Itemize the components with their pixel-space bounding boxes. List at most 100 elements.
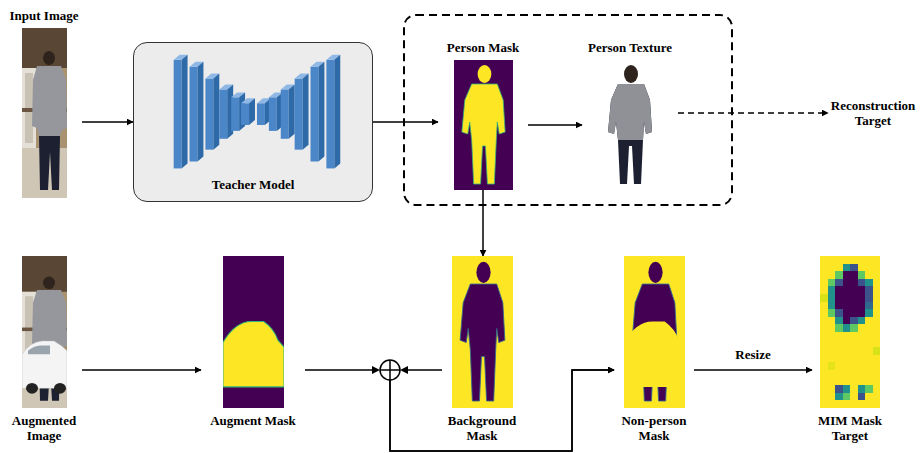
texture-illustration-part bbox=[600, 60, 660, 190]
node-label: Person Mask bbox=[438, 40, 528, 55]
edge-label: Resize bbox=[732, 347, 773, 362]
grid-illustration bbox=[820, 256, 880, 408]
sum-symbol-part bbox=[380, 360, 400, 380]
mask-illustration-part bbox=[454, 60, 513, 190]
grid-illustration-part bbox=[828, 286, 836, 301]
network-illustration-part-part bbox=[205, 79, 213, 150]
grid-illustration-part bbox=[835, 324, 843, 332]
network-illustration-part bbox=[174, 55, 341, 169]
grid-illustration-part bbox=[858, 385, 866, 393]
image-panel: Augment Mask bbox=[201, 256, 305, 428]
connector-arrow bbox=[373, 121, 438, 123]
connector-arrow bbox=[82, 121, 133, 123]
grid-illustration-part bbox=[865, 385, 873, 393]
photo-illustration-part bbox=[54, 383, 66, 394]
texture-illustration-part bbox=[608, 84, 652, 140]
node-label: Non-person Mask bbox=[614, 413, 694, 443]
network-illustration-part-part bbox=[289, 84, 295, 138]
texture-illustration bbox=[600, 60, 660, 190]
network-illustration-part-part bbox=[311, 67, 319, 162]
node-label: Background Mask bbox=[442, 413, 522, 443]
network-illustration-part-part bbox=[190, 67, 198, 162]
photo-illustration-part bbox=[43, 277, 55, 290]
mask-illustration-part bbox=[476, 262, 490, 283]
grid-illustration-part bbox=[835, 385, 843, 393]
photo-illustration-part bbox=[22, 28, 67, 198]
grid-illustration-part bbox=[843, 324, 851, 332]
grid-illustration-part bbox=[835, 279, 843, 287]
node-label: Augment Mask bbox=[201, 413, 305, 428]
grid-illustration-part bbox=[828, 309, 836, 317]
connector-arrow bbox=[82, 369, 201, 371]
node-label: Input Image bbox=[6, 8, 82, 23]
network-illustration-part-part bbox=[295, 79, 303, 150]
mask-illustration-part bbox=[452, 256, 513, 408]
mask-illustration-part bbox=[223, 321, 284, 386]
network-illustration-part-part bbox=[334, 55, 340, 169]
photo-illustration-part bbox=[26, 383, 38, 394]
photo-illustration bbox=[22, 256, 67, 408]
mask-illustration bbox=[223, 256, 284, 408]
grid-illustration-part bbox=[865, 286, 873, 301]
sum-symbol bbox=[372, 360, 408, 380]
grid-illustration-part bbox=[843, 317, 851, 325]
grid-illustration-part bbox=[850, 324, 858, 332]
grid-illustration-part bbox=[850, 317, 858, 325]
mask-illustration-part bbox=[624, 256, 685, 408]
texture-illustration-part bbox=[624, 65, 638, 83]
connector-arrow bbox=[694, 369, 812, 371]
grid-illustration-part bbox=[843, 309, 866, 317]
grid-illustration-part bbox=[850, 264, 858, 272]
network-illustration-part-part bbox=[318, 62, 324, 162]
node-label: Reconstruction Target bbox=[828, 98, 918, 128]
grid-illustration-part bbox=[858, 271, 866, 279]
model-box: Teacher Model bbox=[133, 42, 373, 202]
image-panel: Input Image bbox=[6, 8, 82, 198]
network-illustration-part-part bbox=[326, 60, 334, 169]
image-panel: Person Texture bbox=[582, 40, 678, 190]
network-illustration-part-part bbox=[213, 74, 219, 150]
mask-illustration bbox=[624, 256, 685, 408]
grid-illustration-part bbox=[828, 279, 836, 287]
grid-illustration-part bbox=[865, 302, 873, 310]
mask-illustration-part bbox=[477, 65, 491, 83]
node-label: Person Texture bbox=[582, 40, 678, 55]
network-illustration-part-part bbox=[174, 60, 182, 169]
mask-illustration-part bbox=[624, 321, 685, 386]
grid-illustration-part bbox=[843, 264, 851, 272]
grid-illustration-part bbox=[843, 393, 851, 401]
photo-illustration-part bbox=[39, 136, 60, 190]
photo-illustration-part bbox=[22, 28, 67, 68]
grid-illustration-part bbox=[835, 393, 843, 401]
grid-illustration-part bbox=[873, 347, 881, 355]
grid-illustration-part bbox=[865, 309, 873, 317]
grid-illustration-part bbox=[865, 279, 873, 287]
network-illustration-part-part bbox=[257, 103, 265, 125]
network-illustration-part-part bbox=[281, 89, 289, 138]
connector-arrow bbox=[528, 124, 582, 126]
connector-arrow bbox=[482, 190, 484, 256]
mask-illustration-part bbox=[461, 84, 504, 184]
mask-illustration-part bbox=[648, 262, 662, 283]
grid-illustration-part bbox=[820, 256, 880, 408]
grid-illustration-part bbox=[835, 286, 865, 309]
photo-illustration bbox=[22, 28, 67, 198]
node-label: Augmented Image bbox=[6, 413, 82, 443]
grid-illustration-part bbox=[820, 294, 828, 302]
grid-illustration-part bbox=[828, 302, 836, 310]
grid-illustration-part bbox=[835, 317, 843, 325]
mask-illustration bbox=[452, 256, 513, 408]
output-label: Reconstruction Target bbox=[828, 98, 918, 128]
mask-illustration bbox=[454, 60, 513, 190]
photo-illustration-part bbox=[22, 341, 67, 388]
grid-illustration-part bbox=[828, 362, 836, 370]
node-label: Teacher Model bbox=[212, 177, 295, 192]
sum-symbol-part bbox=[389, 360, 391, 380]
network-illustration-part-part bbox=[231, 97, 239, 131]
photo-illustration-part bbox=[22, 256, 67, 292]
sum-symbol-part bbox=[372, 366, 380, 374]
network-illustration-part-part bbox=[241, 103, 249, 125]
dashed-group-box bbox=[404, 15, 732, 205]
